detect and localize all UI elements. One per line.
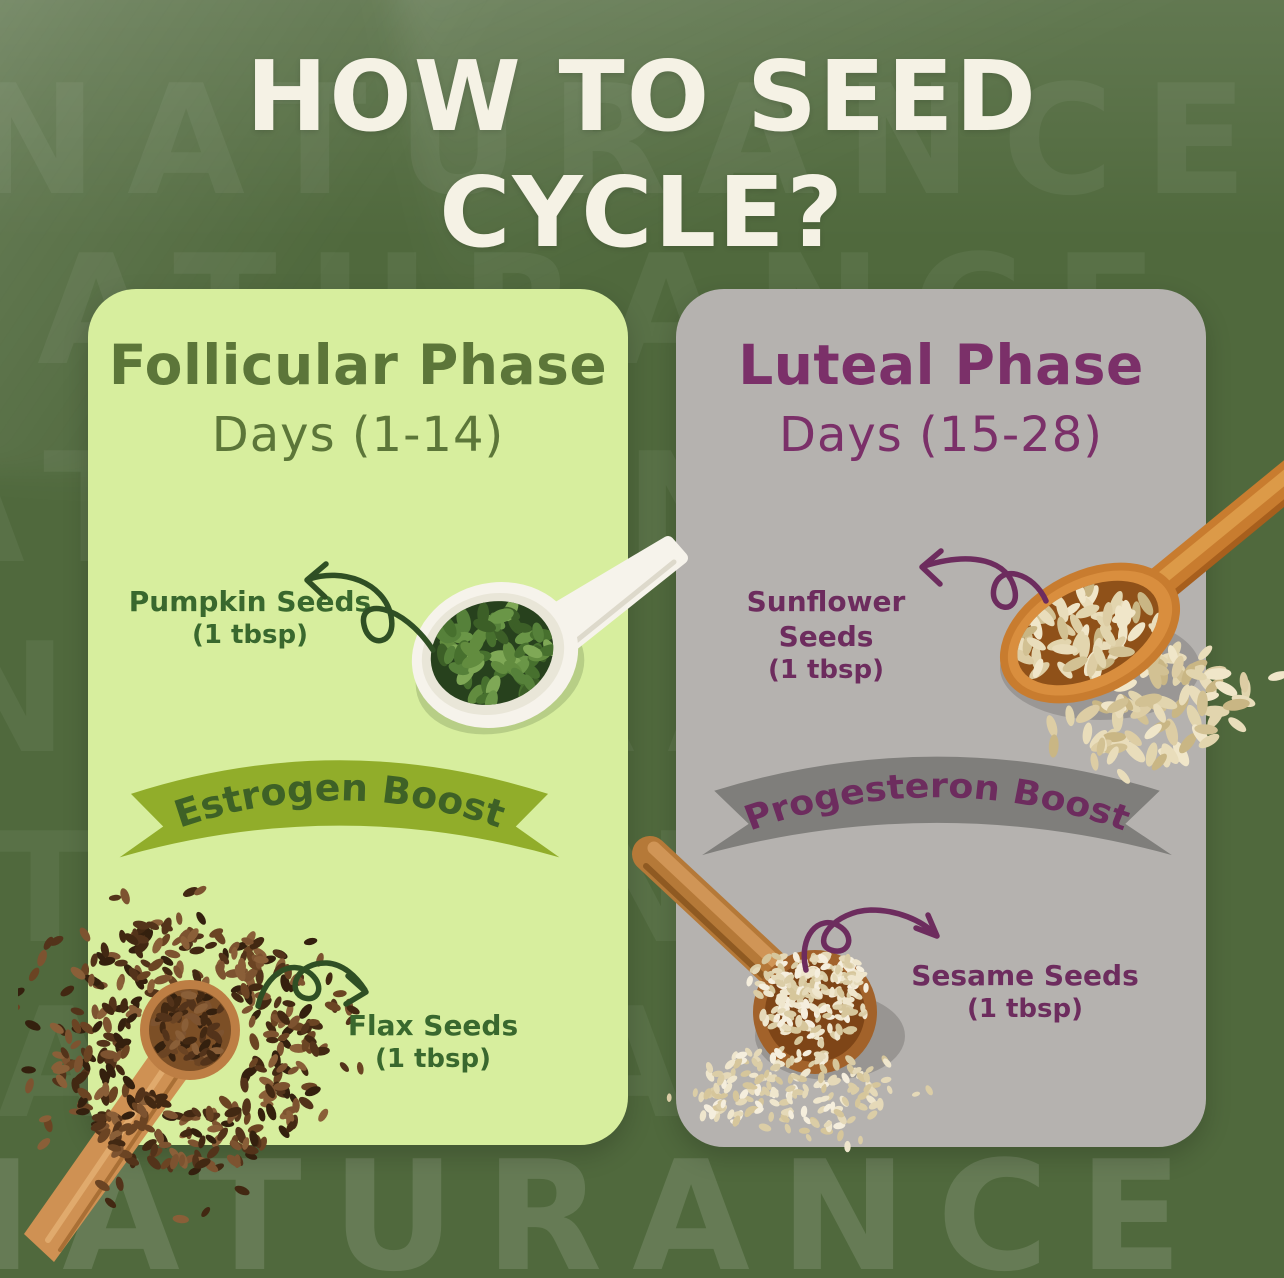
flax-seeds-label: Flax Seeds (1 tbsp) — [318, 1008, 548, 1076]
sunflower-seeds-label: Sunflower Seeds (1 tbsp) — [695, 584, 957, 687]
pumpkin-seeds-cluster — [432, 598, 561, 713]
spoon-handle-highlight — [647, 841, 787, 973]
pumpkin-seeds-label: Pumpkin Seeds (1 tbsp) — [120, 584, 380, 652]
spoon-handle-shading — [1167, 499, 1284, 600]
pumpkin-seeds-spoon-image — [411, 536, 688, 735]
seed-amount: (1 tbsp) — [191, 620, 309, 650]
flax-seeds-spoon-image — [18, 885, 364, 1262]
spoon-handle — [632, 836, 801, 996]
flax-seeds-cluster — [150, 990, 227, 1067]
seed-name: Pumpkin Seeds — [128, 585, 372, 618]
follicular-days-range: Days (1-14) — [211, 407, 505, 463]
estrogen-boost-ribbon: Estrogen Boost — [119, 760, 560, 858]
sunflower-curly-arrow — [919, 548, 1049, 610]
seed-name: Sunflower Seeds — [746, 585, 906, 653]
seed-amount: (1 tbsp) — [767, 655, 885, 685]
spoon-handle-shading — [557, 559, 677, 657]
luteal-days-range: Days (15-28) — [779, 407, 1103, 463]
follicular-phase-title: Follicular Phase — [108, 333, 608, 397]
pumpkin-curly-arrow — [304, 561, 436, 653]
sesame-seeds-mound — [746, 951, 869, 1049]
ribbon-banner-shape — [702, 756, 1172, 856]
spoon-handle-highlight — [1155, 469, 1284, 585]
seed-amount: (1 tbsp) — [374, 1044, 492, 1074]
seed-name: Sesame Seeds — [911, 959, 1139, 992]
sunflower-seeds-spoon-image — [999, 460, 1284, 784]
watermark-text: NATURANCE — [0, 52, 1278, 229]
progesteron-boost-ribbon: Progesteron Boost — [702, 756, 1172, 856]
seed-name: Flax Seeds — [347, 1009, 519, 1042]
flax-seeds-ring — [18, 885, 364, 1224]
page-title-line-1: HOW TO SEED — [246, 40, 1038, 153]
flax-curly-arrow — [255, 960, 369, 1009]
sesame-seeds-label: Sesame Seeds (1 tbsp) — [910, 958, 1140, 1026]
page-title-line-2: CYCLE? — [439, 156, 845, 269]
sesame-seeds-pile — [666, 1046, 933, 1153]
ribbon-banner-shape — [119, 760, 560, 858]
luteal-phase-title: Luteal Phase — [738, 333, 1144, 397]
sesame-seeds-spoon-image — [632, 836, 933, 1153]
seed-amount: (1 tbsp) — [966, 994, 1084, 1024]
sesame-curly-arrow — [801, 907, 940, 973]
